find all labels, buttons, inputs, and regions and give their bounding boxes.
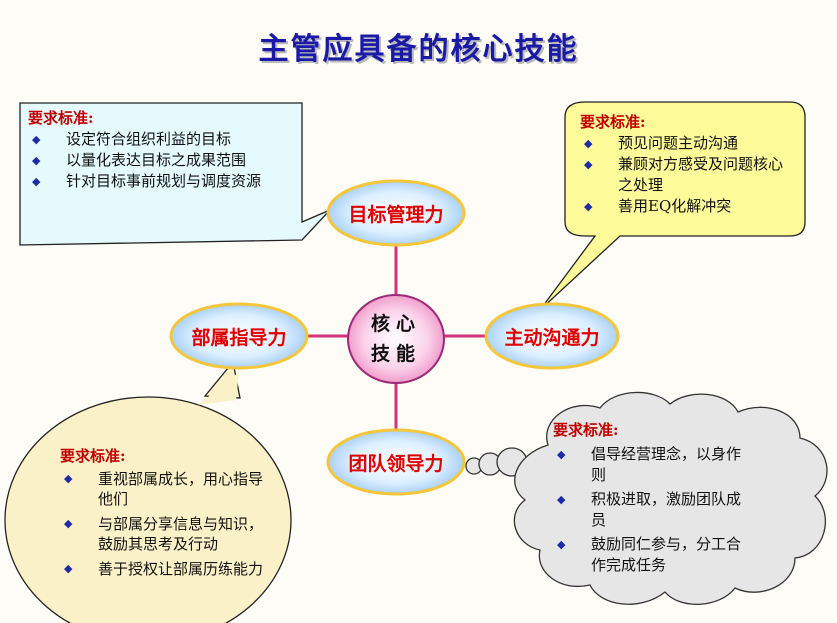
list-item: 设定符合组织利益的目标	[28, 129, 300, 150]
list-item: 以量化表达目标之成果范围	[28, 150, 300, 171]
list-item: 善于授权让部属历练能力	[60, 559, 275, 579]
list-item: 预见问题主动沟通	[580, 133, 795, 154]
core-label-line2: 技能	[370, 343, 421, 365]
node-goal-management: 目标管理力	[348, 203, 444, 226]
list-item: 重视部属成长，用心指导他们	[60, 469, 275, 509]
callout-bottom-left: 要求标准: 重视部属成长，用心指导他们 与部属分享信息与知识，鼓励其思考及行动 …	[60, 446, 275, 579]
node-subordinate-coaching: 部属指导力	[191, 326, 287, 349]
list-item: 积极进取，激励团队成员	[553, 489, 753, 531]
node-left-ellipse	[169, 302, 309, 370]
list-item: 鼓励同仁参与，分工合作完成任务	[553, 534, 753, 576]
node-bottom-ellipse	[326, 428, 466, 496]
node-team-leadership: 团队领导力	[348, 452, 444, 475]
list-item: 针对目标事前规划与调度资源	[28, 171, 300, 192]
node-proactive-communication: 主动沟通力	[504, 326, 600, 349]
list-item: 倡导经营理念，以身作则	[553, 444, 753, 486]
callout-header: 要求标准:	[28, 109, 94, 127]
core-label-line1: 核心	[370, 313, 421, 335]
list-item: 善用EQ化解冲突	[580, 196, 795, 217]
core-skill-label: 核心 技能	[350, 298, 442, 380]
callout-header: 要求标准:	[60, 447, 126, 465]
list-item: 与部属分享信息与知识，鼓励其思考及行动	[60, 514, 275, 554]
node-top-ellipse	[326, 179, 466, 247]
core-ellipse	[347, 294, 445, 384]
callout-top-left: 要求标准: 设定符合组织利益的目标 以量化表达目标之成果范围 针对目标事前规划与…	[28, 108, 300, 192]
list-item: 兼顾对方感受及问题核心之处理	[580, 154, 795, 196]
callout-header: 要求标准:	[553, 421, 619, 439]
callout-header: 要求标准:	[580, 113, 646, 131]
node-right-ellipse	[484, 302, 620, 370]
callout-bottom-right: 要求标准: 倡导经营理念，以身作则 积极进取，激励团队成员 鼓励同仁参与，分工合…	[553, 420, 753, 576]
callout-top-right: 要求标准: 预见问题主动沟通 兼顾对方感受及问题核心之处理 善用EQ化解冲突	[580, 112, 795, 217]
page-title: 主管应具备的核心技能	[258, 32, 579, 67]
